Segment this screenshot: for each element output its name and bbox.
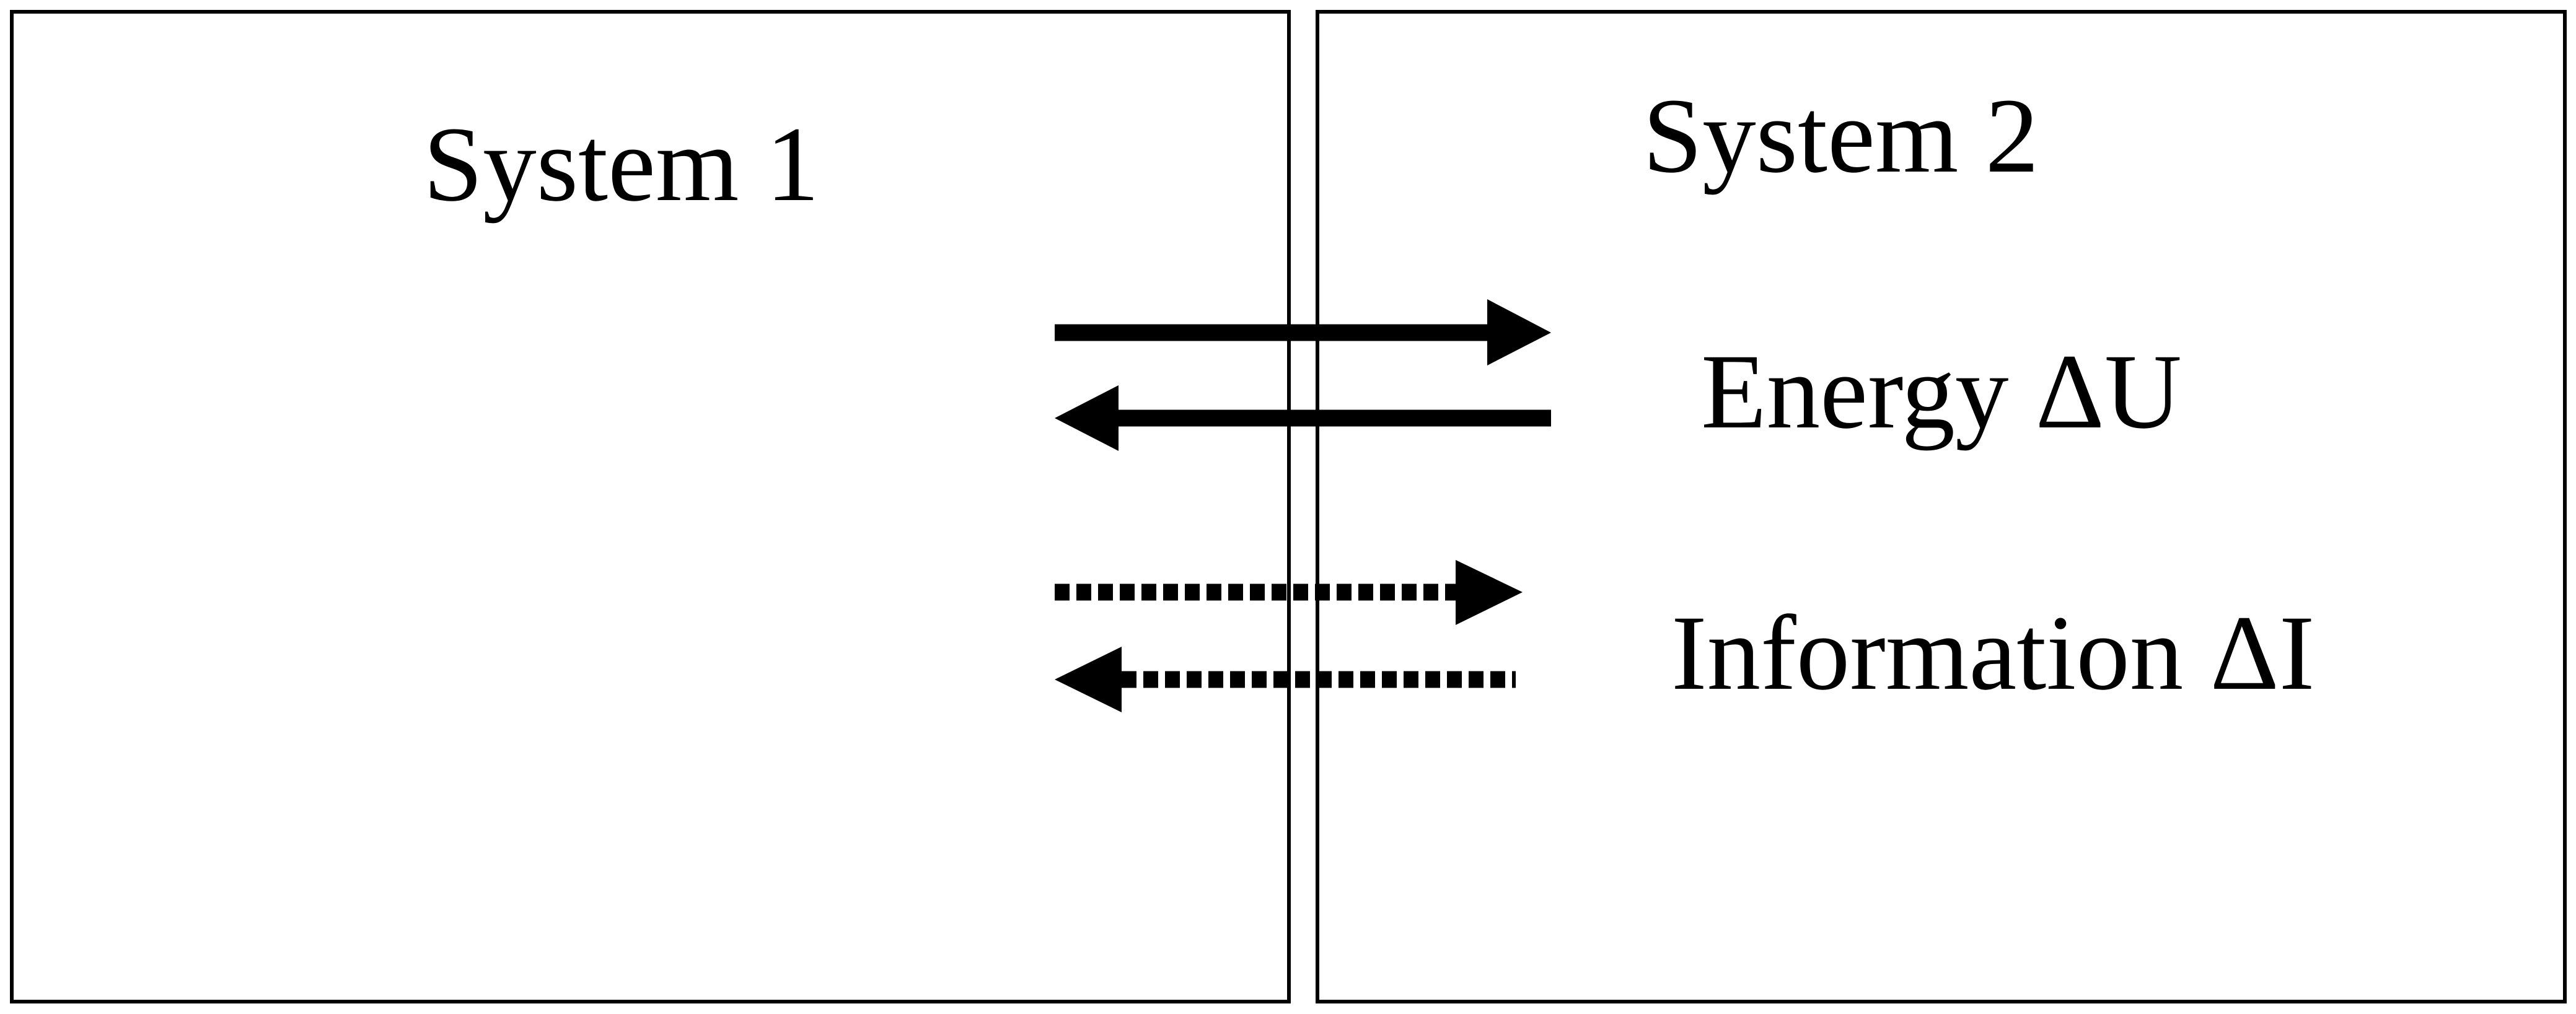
information-label: Information ΔI <box>1671 594 2314 712</box>
system1-label: System 1 <box>423 105 819 224</box>
information-arrow-left-head <box>1055 647 1122 712</box>
energy-label: Energy ΔU <box>1701 333 2182 451</box>
information-arrows <box>1055 560 1523 712</box>
system1-box <box>10 10 1291 1003</box>
system2-box <box>1316 10 2567 1003</box>
information-arrow-right-head <box>1456 560 1523 625</box>
energy-arrows <box>1055 299 1551 451</box>
system2-label: System 2 <box>1643 77 2039 195</box>
energy-arrow-right-head <box>1487 299 1551 365</box>
energy-arrow-left-head <box>1055 385 1119 451</box>
